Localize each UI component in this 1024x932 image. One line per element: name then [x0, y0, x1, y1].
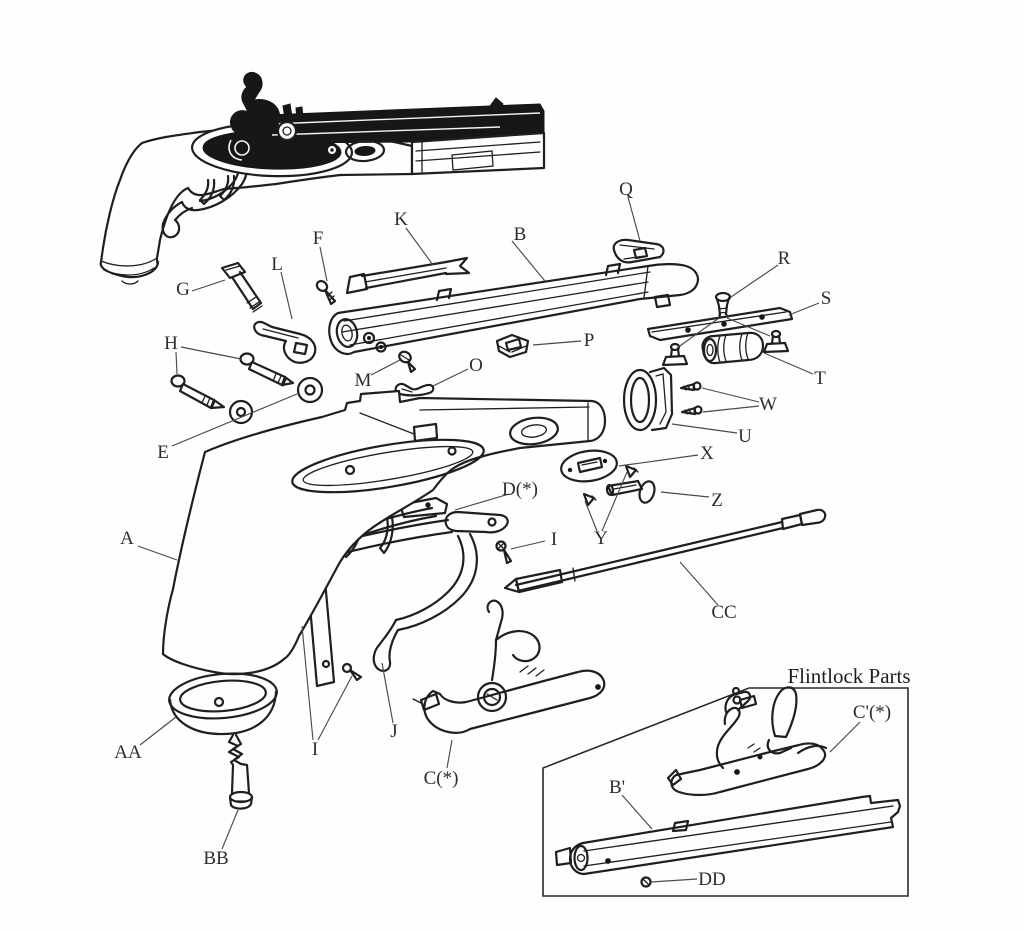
part-l-plate	[253, 320, 317, 364]
part-bb-screw	[227, 733, 254, 810]
part-s-rib	[646, 306, 794, 342]
part-label-x: X	[700, 443, 714, 464]
inset-barrel-drawing	[554, 794, 902, 876]
part-label-t: T	[814, 368, 826, 389]
part-label-i-lower: I	[312, 739, 318, 760]
part-label-bb: BB	[203, 848, 228, 869]
part-b-barrel	[328, 262, 700, 356]
part-label-y: Y	[594, 528, 608, 549]
part-label-p: P	[584, 330, 595, 351]
part-label-i-upper: I	[551, 529, 557, 550]
part-label-b-prime: B'	[609, 777, 625, 798]
part-label-aa: AA	[114, 742, 142, 763]
part-i-screw-upper	[495, 540, 513, 565]
part-f-screw	[315, 279, 337, 306]
part-p-block	[495, 333, 530, 359]
part-dd-screw	[640, 876, 652, 888]
part-a-stock	[161, 389, 607, 676]
part-label-q: Q	[619, 179, 633, 200]
assembled-pistol-drawing	[99, 71, 546, 285]
part-label-m: M	[355, 370, 372, 391]
part-m-screw	[398, 350, 417, 374]
part-q-sight	[612, 238, 665, 264]
part-label-c-prime: C'(*)	[853, 702, 891, 723]
part-r-screw	[714, 291, 732, 319]
part-u-thimble	[622, 366, 674, 432]
part-z-pipe	[605, 479, 656, 504]
part-o-hook	[394, 382, 435, 397]
part-labels: A B C(*) D(*) E F G H I I J K L M O P Q …	[114, 179, 910, 890]
part-x-escutcheon	[560, 449, 618, 483]
part-y-pins	[582, 464, 639, 507]
part-label-cc: CC	[711, 602, 736, 623]
part-cc-ramrod	[503, 508, 827, 594]
part-label-dd: DD	[698, 869, 725, 890]
part-label-w: W	[759, 394, 777, 415]
part-aa-grip-cap	[168, 672, 278, 736]
part-label-l: L	[271, 254, 283, 275]
part-label-g: G	[176, 279, 190, 300]
part-e-washers	[228, 376, 324, 425]
part-label-c: C(*)	[424, 768, 459, 789]
part-g-bolt	[220, 261, 263, 313]
part-label-o: O	[469, 355, 483, 376]
part-h-bolts	[170, 352, 295, 410]
part-label-e: E	[157, 442, 169, 463]
part-label-j: J	[390, 721, 397, 742]
part-label-u: U	[738, 426, 752, 447]
part-c-lock	[412, 599, 606, 734]
part-label-d: D(*)	[502, 479, 538, 500]
inset-flintlock-lock-drawing	[666, 686, 828, 797]
part-label-f: F	[313, 228, 324, 249]
inset-title: Flintlock Parts	[787, 664, 910, 688]
flintlock-inset	[542, 686, 909, 897]
part-label-k: K	[394, 209, 408, 230]
part-label-r: R	[778, 248, 791, 269]
leader-lines	[137, 196, 861, 883]
part-label-z: Z	[711, 490, 723, 511]
part-rib-thumbscrews	[661, 329, 790, 367]
part-w-screws	[679, 381, 703, 416]
part-label-a: A	[120, 528, 134, 549]
part-label-b: B	[514, 224, 527, 245]
part-k-bar	[345, 256, 471, 295]
part-t-cylinder	[701, 331, 765, 365]
part-label-h: H	[164, 333, 178, 354]
part-label-s: S	[821, 288, 832, 309]
